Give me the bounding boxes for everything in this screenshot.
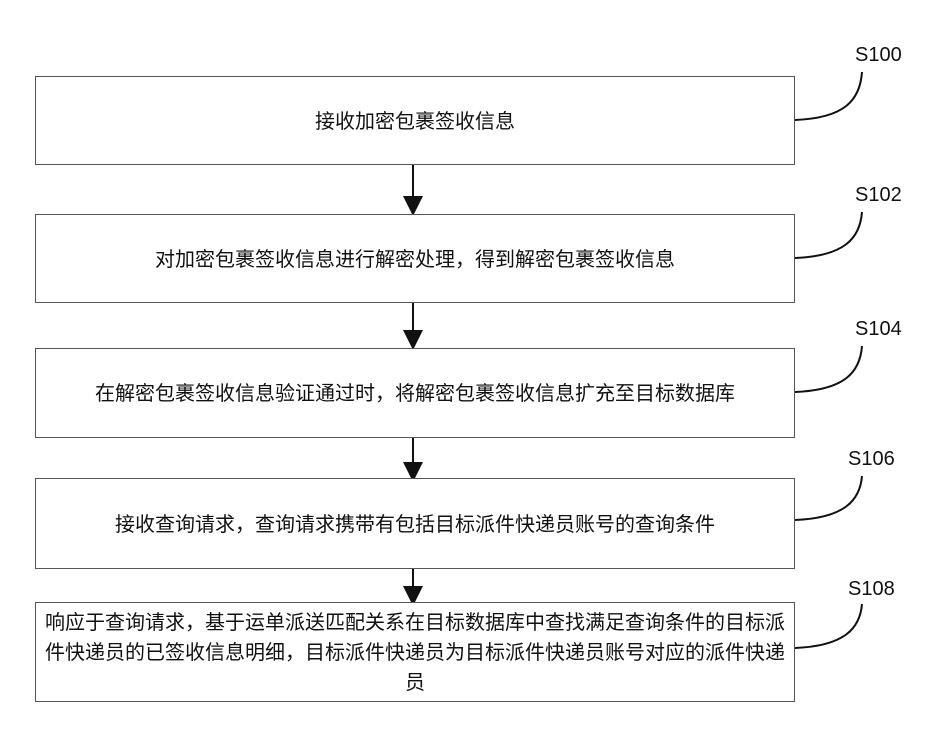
step-label-s108: S108 [848,578,895,601]
step-label-s106: S106 [848,448,895,471]
step-text-s102: 对加密包裹签收信息进行解密处理，得到解密包裹签收信息 [155,244,675,274]
leader-s100 [795,72,862,120]
leader-s102 [795,212,862,258]
step-box-s100: 接收加密包裹签收信息 [35,76,795,165]
step-box-s102: 对加密包裹签收信息进行解密处理，得到解密包裹签收信息 [35,214,795,303]
step-label-s102: S102 [855,184,902,207]
leader-s104 [795,346,862,392]
leader-s108 [795,604,862,648]
step-box-s106: 接收查询请求，查询请求携带有包括目标派件快递员账号的查询条件 [35,478,795,569]
step-text-s100: 接收加密包裹签收信息 [315,106,515,136]
step-label-s100: S100 [855,44,902,67]
step-box-s104: 在解密包裹签收信息验证通过时，将解密包裹签收信息扩充至目标数据库 [35,348,795,438]
step-text-s108: 响应于查询请求，基于运单派送匹配关系在目标数据库中查找满足查询条件的目标派件快递… [44,607,786,697]
step-text-s104: 在解密包裹签收信息验证通过时，将解密包裹签收信息扩充至目标数据库 [95,378,735,408]
step-label-s104: S104 [855,318,902,341]
leader-s106 [795,476,862,520]
step-text-s106: 接收查询请求，查询请求携带有包括目标派件快递员账号的查询条件 [115,509,715,539]
step-box-s108: 响应于查询请求，基于运单派送匹配关系在目标数据库中查找满足查询条件的目标派件快递… [35,602,795,702]
